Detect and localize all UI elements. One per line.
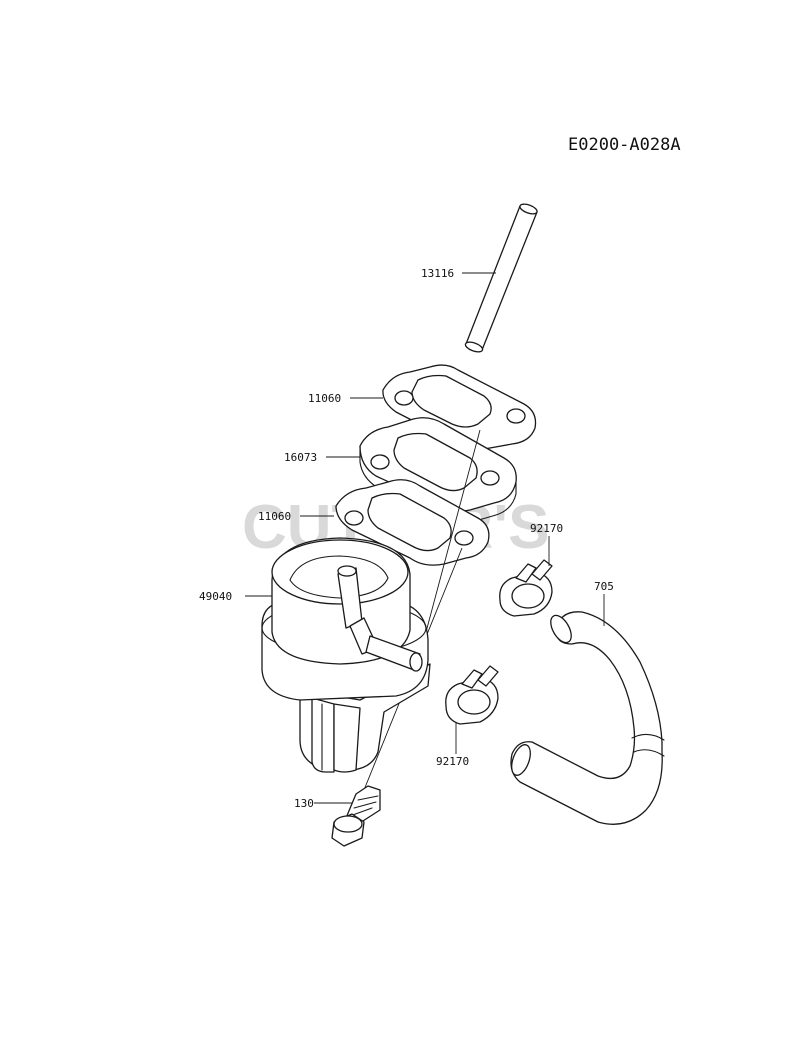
push-rod[interactable] xyxy=(464,202,538,354)
callout-hose[interactable]: 705 xyxy=(594,580,614,593)
diagram-code: E0200-A028A xyxy=(568,135,681,155)
callout-pump[interactable]: 49040 xyxy=(199,590,232,603)
hose-clamp-upper[interactable] xyxy=(499,559,553,617)
stud-line-upper xyxy=(425,429,481,633)
fuel-pump[interactable] xyxy=(261,537,431,773)
callout-clamp-upper[interactable]: 92170 xyxy=(530,522,563,535)
callout-rod[interactable]: 13116 xyxy=(421,267,454,280)
callout-gasket-bottom[interactable]: 11060 xyxy=(258,510,291,523)
hose-clamp-lower[interactable] xyxy=(445,665,499,725)
callout-gasket-top[interactable]: 11060 xyxy=(308,392,341,405)
flange-bolt[interactable] xyxy=(331,785,381,847)
callout-clamp-lower[interactable]: 92170 xyxy=(436,755,469,768)
gasket-top[interactable] xyxy=(382,364,537,450)
callout-bolt[interactable]: 130 xyxy=(294,797,314,810)
insulator[interactable] xyxy=(359,417,517,524)
fuel-hose[interactable] xyxy=(508,611,665,825)
callout-insulator[interactable]: 16073 xyxy=(284,451,317,464)
